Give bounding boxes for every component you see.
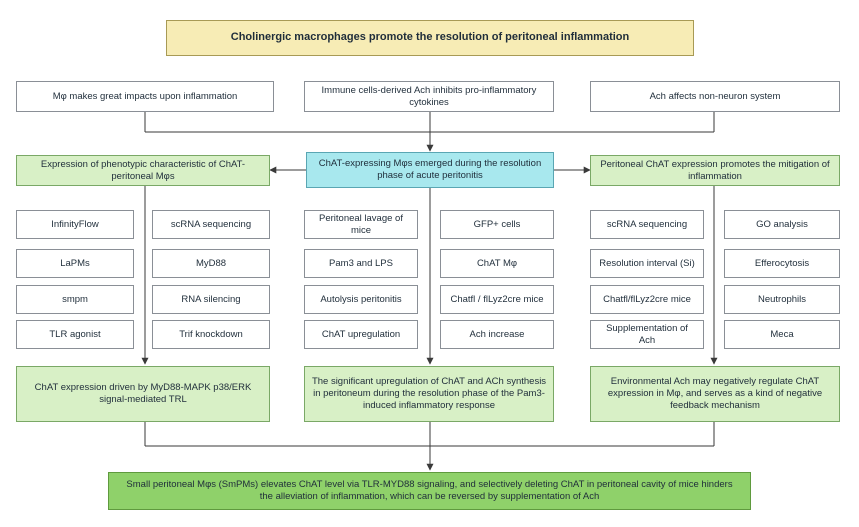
center-item: ChAT Mφ [440,249,554,278]
center-item: Peritoneal lavage of mice [304,210,418,239]
right-item: Neutrophils [724,285,840,314]
right-item: Supplementation of Ach [590,320,704,349]
left-header-box: Expression of phenotypic characteristic … [16,155,270,186]
right-conclusion-box: Environmental Ach may negatively regulat… [590,366,840,422]
left-item: TLR agonist [16,320,134,349]
center-item: Ach increase [440,320,554,349]
left-item: scRNA sequencing [152,210,270,239]
left-item: MyD88 [152,249,270,278]
left-item: RNA silencing [152,285,270,314]
center-item: Chatfl / flLyz2cre mice [440,285,554,314]
right-header-box: Peritoneal ChAT expression promotes the … [590,155,840,186]
left-conclusion-box: ChAT expression driven by MyD88-MAPK p38… [16,366,270,422]
center-conclusion-box: The significant upregulation of ChAT and… [304,366,554,422]
left-item: LaPMs [16,249,134,278]
center-item: ChAT upregulation [304,320,418,349]
center-box: ChAT-expressing Mφs emerged during the r… [306,152,554,188]
diagram-title: Cholinergic macrophages promote the reso… [166,20,694,56]
center-item: Autolysis peritonitis [304,285,418,314]
final-conclusion-box: Small peritoneal Mφs (SmPMs) elevates Ch… [108,472,751,510]
left-item: Trif knockdown [152,320,270,349]
left-item: InfinityFlow [16,210,134,239]
top-box-center: Immune cells-derived Ach inhibits pro-in… [304,81,554,112]
right-item: Efferocytosis [724,249,840,278]
right-item: Resolution interval (Si) [590,249,704,278]
right-item: Chatfl/flLyz2cre mice [590,285,704,314]
right-item: scRNA sequencing [590,210,704,239]
top-box-left: Mφ makes great impacts upon inflammation [16,81,274,112]
center-item: Pam3 and LPS [304,249,418,278]
left-item: smpm [16,285,134,314]
top-box-right: Ach affects non-neuron system [590,81,840,112]
center-item: GFP+ cells [440,210,554,239]
right-item: Meca [724,320,840,349]
right-item: GO analysis [724,210,840,239]
